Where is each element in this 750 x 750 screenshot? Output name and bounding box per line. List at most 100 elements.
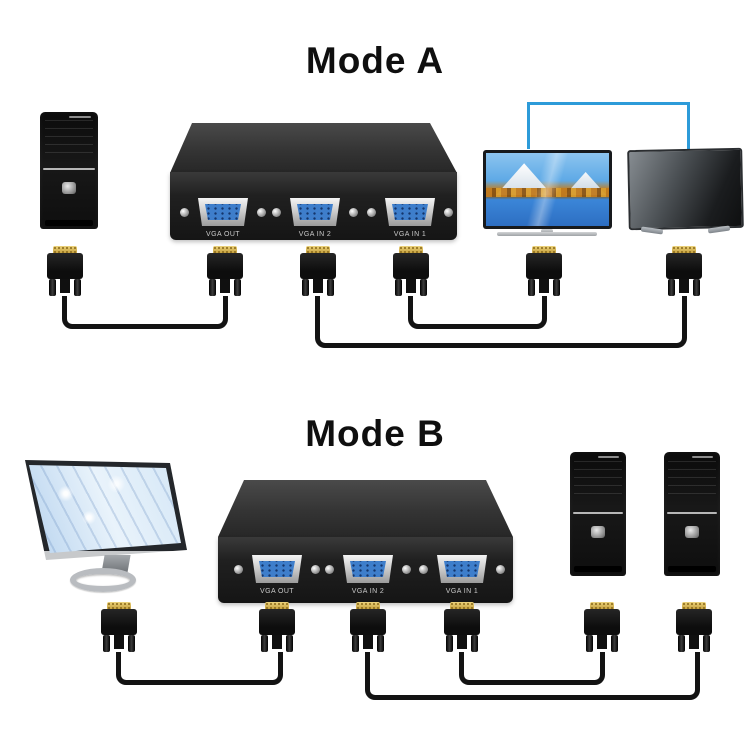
plug-gold-tip <box>450 602 474 610</box>
plug-body <box>393 253 429 279</box>
port-screw <box>180 208 189 217</box>
port-insert <box>205 204 241 220</box>
plug-thumbscrew <box>352 635 359 652</box>
mode-a-switch-top <box>170 123 457 173</box>
mode-b-monitor <box>15 448 210 598</box>
vga-plug <box>43 246 87 302</box>
plug-body <box>350 609 386 635</box>
plug-thumbscrew <box>234 279 241 296</box>
tower-divider <box>573 511 623 514</box>
plug-neck <box>60 279 70 293</box>
plug-body <box>526 253 562 279</box>
monitor-stand-neck <box>541 229 553 233</box>
plug-gold-tip <box>265 602 289 610</box>
hp-logo <box>685 526 699 539</box>
port-label: VGA IN 1 <box>445 588 479 595</box>
cable-vga-in-1-to-pc-1 <box>459 652 605 685</box>
mode-a-tv <box>627 147 744 231</box>
plug-thumbscrew <box>446 635 453 652</box>
plug-gold-tip <box>107 602 131 610</box>
monitor-stand-base <box>497 232 597 236</box>
tower-vent <box>574 566 622 573</box>
mode-a-port-vga-in-2: VGA IN 2 <box>272 198 358 250</box>
plug-gold-tip <box>356 602 380 610</box>
plug-neck <box>457 635 467 649</box>
drive-bays <box>668 460 716 498</box>
vga-plug <box>97 602 141 658</box>
port-screw <box>234 565 243 574</box>
plug-neck <box>220 279 230 293</box>
port-screw <box>257 208 266 217</box>
cable-vga-in-1-to-monitor <box>408 296 547 329</box>
plug-thumbscrew <box>586 635 593 652</box>
port-screw <box>444 208 453 217</box>
plug-thumbscrew <box>395 279 402 296</box>
plug-gold-tip <box>399 246 423 254</box>
mode-b-pc-tower-1 <box>570 452 626 576</box>
tower-detail-line <box>69 115 92 118</box>
port-insert <box>259 561 295 577</box>
monitor-screen-landscape <box>486 153 609 226</box>
plug-thumbscrew <box>261 635 268 652</box>
mode-a-port-vga-in-1: VGA IN 1 <box>367 198 453 250</box>
tower-detail-line <box>692 455 714 458</box>
hp-logo <box>62 182 76 195</box>
tree-band <box>486 188 609 197</box>
port-screw <box>311 565 320 574</box>
port-insert <box>392 204 428 220</box>
plug-neck <box>114 635 124 649</box>
mode-b-title: Mode B <box>305 413 445 454</box>
tower-divider <box>667 511 717 514</box>
vga-plug <box>662 246 706 302</box>
vga-plug <box>672 602 716 658</box>
plug-body <box>676 609 712 635</box>
mode-b-switch-top <box>218 480 513 537</box>
vga-plug <box>296 246 340 302</box>
plug-gold-tip <box>213 246 237 254</box>
plug-neck <box>406 279 416 293</box>
port-label: VGA IN 1 <box>393 231 427 238</box>
cable-vga-in-2-to-tv <box>315 296 687 348</box>
plug-thumbscrew <box>128 635 135 652</box>
plug-neck <box>597 635 607 649</box>
plug-thumbscrew <box>611 635 618 652</box>
plug-body <box>47 253 83 279</box>
port-screw <box>496 565 505 574</box>
plug-body <box>584 609 620 635</box>
hp-logo <box>591 526 605 539</box>
mode-b-port-vga-out: VGA OUT <box>234 555 320 607</box>
vga-plug <box>522 246 566 302</box>
plug-thumbscrew <box>49 279 56 296</box>
vga-plug <box>346 602 390 658</box>
plug-thumbscrew <box>327 279 334 296</box>
drive-bays <box>574 460 622 498</box>
port-label: VGA IN 2 <box>351 588 385 595</box>
port-screw <box>419 565 428 574</box>
plug-neck <box>539 279 549 293</box>
tower-vent <box>668 566 716 573</box>
plug-thumbscrew <box>74 279 81 296</box>
screen-sheen <box>486 153 609 226</box>
port-label: VGA IN 2 <box>298 231 332 238</box>
plug-thumbscrew <box>103 635 110 652</box>
tower-divider <box>43 168 95 171</box>
port-screw <box>325 565 334 574</box>
plug-neck <box>679 279 689 293</box>
drive-bays <box>44 120 94 156</box>
plug-thumbscrew <box>678 635 685 652</box>
mode-a-pc-tower <box>40 112 98 229</box>
port-label: VGA OUT <box>260 588 294 595</box>
plug-thumbscrew <box>693 279 700 296</box>
port-screw <box>402 565 411 574</box>
mode-a-monitor <box>483 150 612 229</box>
plug-gold-tip <box>306 246 330 254</box>
tower-detail-line <box>598 455 620 458</box>
vga-plug <box>203 246 247 302</box>
vga-plug <box>389 246 433 302</box>
plug-gold-tip <box>590 602 614 610</box>
port-insert <box>297 204 333 220</box>
plug-thumbscrew <box>528 279 535 296</box>
plug-neck <box>313 279 323 293</box>
vga-plug <box>255 602 299 658</box>
